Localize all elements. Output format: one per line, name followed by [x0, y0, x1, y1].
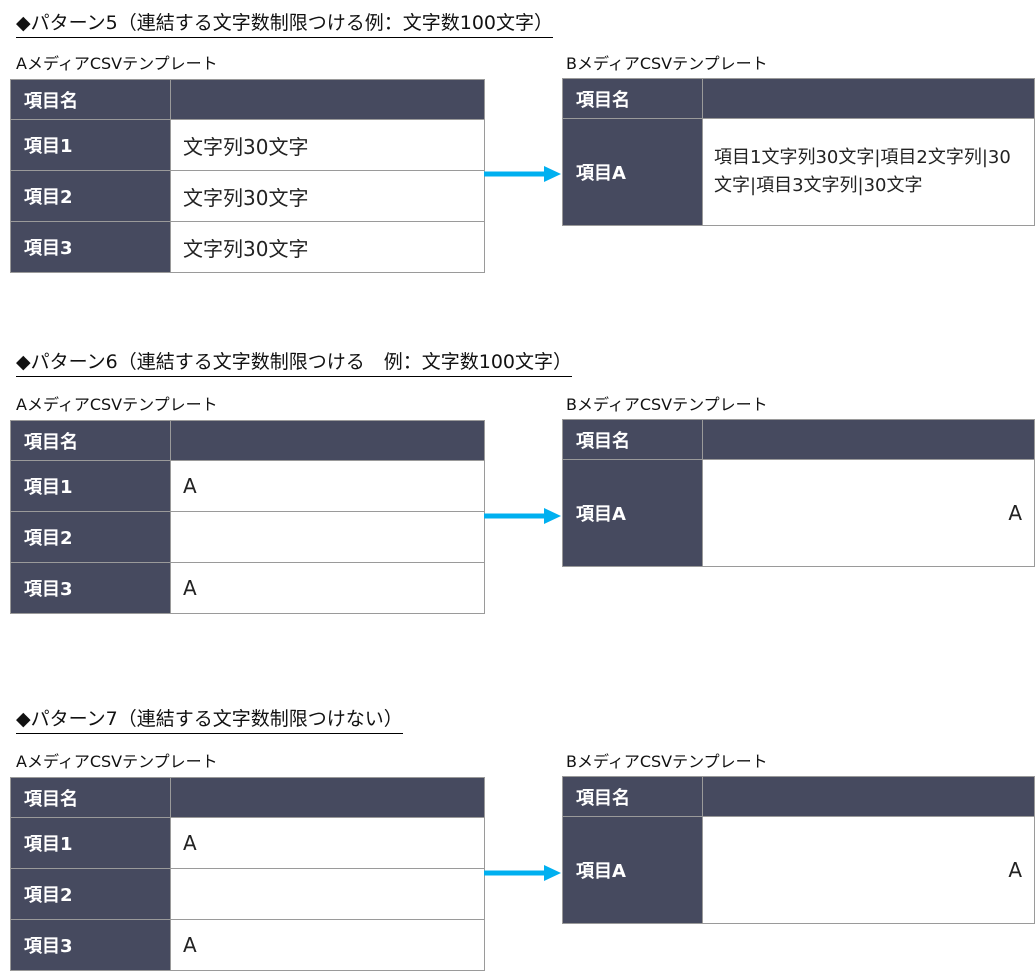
row-key: 項目2 [10, 511, 171, 563]
pattern5-b-value: 項目1文字列30文字|項目2文字列|30文字|項目3文字列|30文字 [702, 118, 1035, 226]
table-row: 項目3 A [10, 562, 485, 614]
row-key: 項目3 [10, 562, 171, 614]
pattern5-b-table: 項目名 項目A 項目1文字列30文字|項目2文字列|30文字|項目3文字列|30… [562, 78, 1035, 226]
pattern6-a-label: AメディアCSVテンプレート [16, 395, 218, 414]
table-row: 項目2 [10, 511, 485, 563]
row-key: 項目3 [10, 221, 171, 273]
pattern6-a-header-value [170, 420, 485, 461]
pattern6-b-key: 項目A [562, 459, 703, 567]
pattern5-heading: ◆パターン5（連結する文字数制限つける例：文字数100文字） [16, 8, 554, 38]
pattern5-a-header-key: 項目名 [10, 79, 171, 120]
pattern7-a-label: AメディアCSVテンプレート [16, 752, 218, 771]
pattern6-heading: ◆パターン6（連結する文字数制限つける 例：文字数100文字） [16, 347, 573, 377]
pattern6-b-header-value [702, 419, 1035, 460]
row-value [170, 868, 485, 920]
pattern5-b-header-key: 項目名 [562, 78, 703, 119]
pattern6-b-value: A [702, 459, 1035, 567]
pattern6-b-label: BメディアCSVテンプレート [566, 395, 768, 414]
table-row: 項目1 文字列30文字 [10, 119, 485, 171]
row-value: A [170, 460, 485, 512]
row-value [170, 511, 485, 563]
pattern7-a-table: 項目名 項目1 A 項目2 項目3 A [10, 777, 485, 971]
pattern7-b-value: A [702, 816, 1035, 924]
pattern7-b-table: 項目名 項目A A [562, 776, 1035, 924]
pattern7-arrow-icon [484, 865, 561, 881]
pattern7-b-header-key: 項目名 [562, 776, 703, 817]
table-row: 項目2 文字列30文字 [10, 170, 485, 222]
row-value: A [170, 562, 485, 614]
row-value: A [170, 817, 485, 869]
pattern5-a-header-value [170, 79, 485, 120]
row-key: 項目3 [10, 919, 171, 971]
pattern5-b-label: BメディアCSVテンプレート [566, 54, 768, 73]
row-value: 文字列30文字 [170, 170, 485, 222]
pattern5-b-header-value [702, 78, 1035, 119]
pattern6-a-table: 項目名 項目1 A 項目2 項目3 A [10, 420, 485, 614]
pattern7-b-label: BメディアCSVテンプレート [566, 752, 768, 771]
table-row: 項目3 文字列30文字 [10, 221, 485, 273]
pattern7-a-header-key: 項目名 [10, 777, 171, 818]
table-row: 項目2 [10, 868, 485, 920]
row-key: 項目2 [10, 868, 171, 920]
row-value: 文字列30文字 [170, 221, 485, 273]
row-key: 項目1 [10, 460, 171, 512]
row-key: 項目2 [10, 170, 171, 222]
row-key: 項目1 [10, 119, 171, 171]
pattern5-arrow-icon [484, 166, 561, 182]
row-key: 項目1 [10, 817, 171, 869]
row-value: 文字列30文字 [170, 119, 485, 171]
pattern7-a-header-value [170, 777, 485, 818]
pattern6-b-header-key: 項目名 [562, 419, 703, 460]
pattern7-heading: ◆パターン7（連結する文字数制限つけない） [16, 704, 403, 734]
pattern6-a-header-key: 項目名 [10, 420, 171, 461]
table-row: 項目3 A [10, 919, 485, 971]
pattern5-a-table: 項目名 項目1 文字列30文字 項目2 文字列30文字 項目3 文字列30文字 [10, 79, 485, 273]
pattern6-arrow-icon [484, 508, 561, 524]
pattern7-b-header-value [702, 776, 1035, 817]
pattern6-b-table: 項目名 項目A A [562, 419, 1035, 567]
table-row: 項目1 A [10, 460, 485, 512]
row-value: A [170, 919, 485, 971]
pattern5-a-label: AメディアCSVテンプレート [16, 54, 218, 73]
pattern5-b-key: 項目A [562, 118, 703, 226]
table-row: 項目1 A [10, 817, 485, 869]
pattern7-b-key: 項目A [562, 816, 703, 924]
